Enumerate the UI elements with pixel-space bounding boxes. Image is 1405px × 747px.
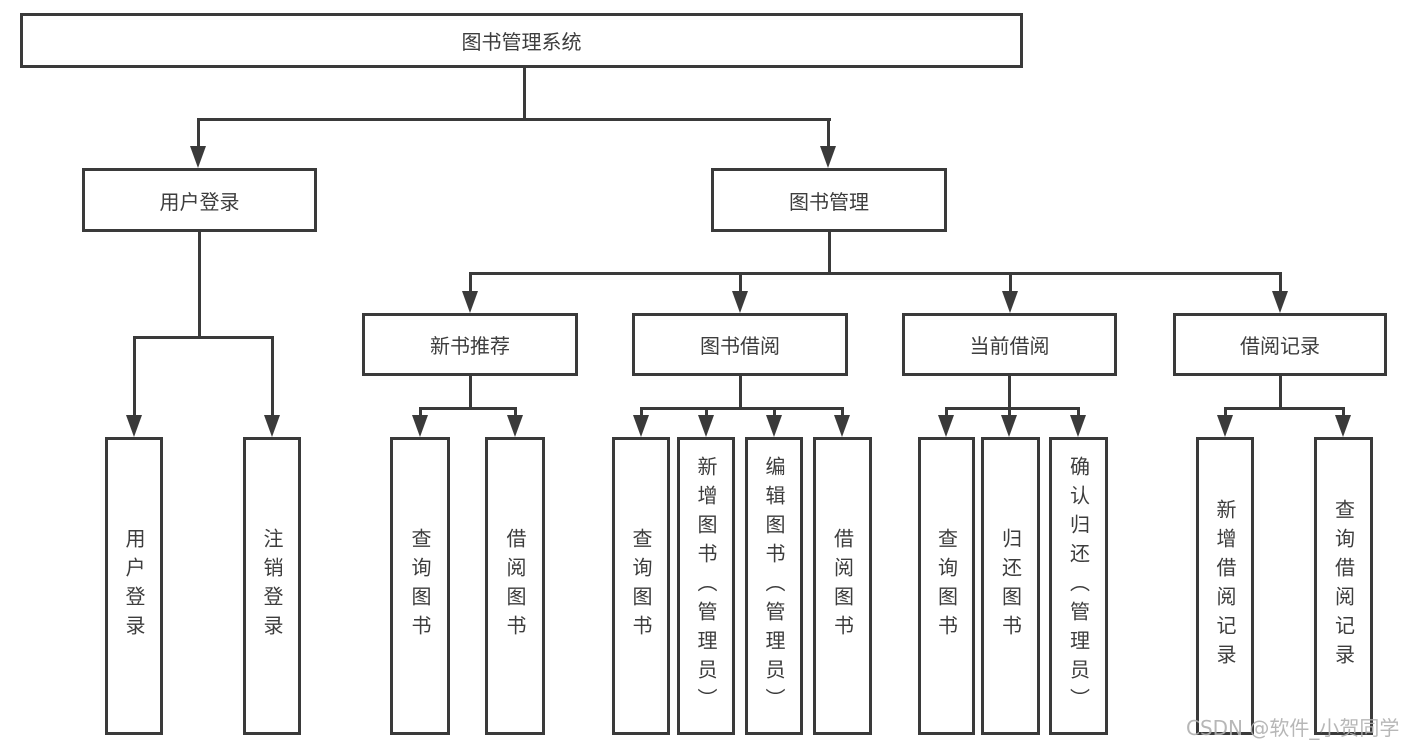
connector-line [514, 407, 517, 417]
connector-line [945, 407, 1079, 410]
connector-line [1009, 272, 1012, 293]
leaf-return-books: 归还图书 [981, 437, 1040, 735]
connector-line [198, 232, 201, 339]
connector-line [419, 407, 422, 417]
connector-arrowhead [938, 415, 954, 437]
connector-line [827, 118, 830, 148]
connector-line [828, 232, 831, 275]
connector-line [469, 272, 472, 293]
connector-arrowhead [1217, 415, 1233, 437]
connector-arrowhead [190, 146, 206, 168]
leaf-search-borrow-record: 查询借阅记录 [1314, 437, 1373, 735]
connector-line [1279, 272, 1282, 293]
connector-arrowhead [1002, 291, 1018, 313]
connector-arrowhead [507, 415, 523, 437]
connector-line [640, 407, 843, 410]
leaf-confirm-return-admin: 确认归还（管理员） [1049, 437, 1108, 735]
connector-line [640, 407, 643, 417]
connector-line [1279, 376, 1282, 409]
node-borrowing-records: 借阅记录 [1173, 313, 1387, 376]
connector-line [133, 336, 273, 339]
node-book-borrowing: 图书借阅 [632, 313, 848, 376]
connector-line [705, 407, 708, 417]
leaf-search-books-newbook: 查询图书 [390, 437, 450, 735]
leaf-borrow-books-newbook: 借阅图书 [485, 437, 545, 735]
node-user-login: 用户登录 [82, 168, 317, 232]
connector-arrowhead [1335, 415, 1351, 437]
connector-arrowhead [834, 415, 850, 437]
connector-arrowhead [698, 415, 714, 437]
connector-line [197, 118, 831, 121]
connector-line [469, 272, 1282, 275]
leaf-search-books-borrowing: 查询图书 [612, 437, 670, 735]
leaf-logout: 注销登录 [243, 437, 301, 735]
node-current-borrowing: 当前借阅 [902, 313, 1117, 376]
connector-line [419, 407, 517, 410]
connector-line [197, 118, 200, 148]
leaf-add-borrow-record: 新增借阅记录 [1196, 437, 1254, 735]
connector-arrowhead [766, 415, 782, 437]
leaf-edit-books-admin: 编辑图书（管理员） [745, 437, 803, 735]
connector-line [1224, 407, 1345, 410]
connector-line [469, 376, 472, 409]
leaf-user-login: 用户登录 [105, 437, 163, 735]
connector-line [1008, 407, 1011, 417]
connector-arrowhead [633, 415, 649, 437]
connector-line [773, 407, 776, 417]
connector-arrowhead [1272, 291, 1288, 313]
connector-line [841, 407, 844, 417]
connector-line [1077, 407, 1080, 417]
connector-line [271, 336, 274, 417]
leaf-search-books-current: 查询图书 [918, 437, 975, 735]
connector-arrowhead [462, 291, 478, 313]
connector-line [133, 336, 136, 417]
node-library-management-system: 图书管理系统 [20, 13, 1023, 68]
connector-line [523, 68, 526, 120]
node-book-management: 图书管理 [711, 168, 947, 232]
connector-arrowhead [264, 415, 280, 437]
connector-arrowhead [126, 415, 142, 437]
connector-line [1224, 407, 1227, 417]
connector-line [1342, 407, 1345, 417]
connector-arrowhead [732, 291, 748, 313]
connector-line [945, 407, 948, 417]
connector-line [739, 272, 742, 293]
connector-arrowhead [820, 146, 836, 168]
watermark: CSDN @软件_小贺同学 [1186, 716, 1400, 740]
connector-line [1008, 376, 1011, 409]
connector-line [739, 376, 742, 409]
node-new-book-recommendation: 新书推荐 [362, 313, 578, 376]
leaf-add-books-admin: 新增图书（管理员） [677, 437, 735, 735]
leaf-borrow-books-borrowing: 借阅图书 [813, 437, 872, 735]
connector-arrowhead [412, 415, 428, 437]
connector-arrowhead [1001, 415, 1017, 437]
connector-arrowhead [1070, 415, 1086, 437]
